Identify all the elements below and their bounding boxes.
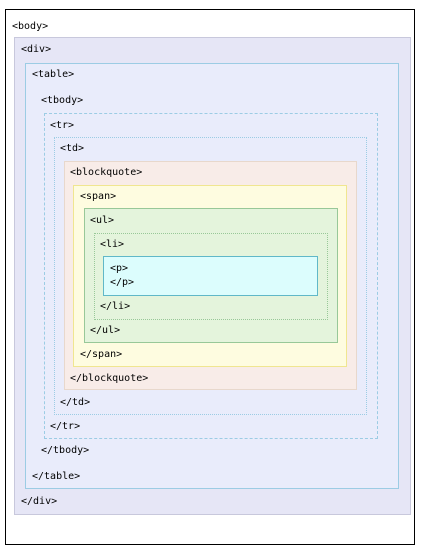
- div-open-label: <div>: [21, 44, 52, 55]
- ul-open-label: <ul>: [90, 215, 115, 226]
- span-close-label: </span>: [80, 349, 123, 360]
- ul-close-label: </ul>: [90, 325, 121, 336]
- tbody-open-label: <tbody>: [41, 95, 84, 106]
- p-close-label: </p>: [110, 277, 135, 288]
- td-close-label: </td>: [60, 397, 91, 408]
- blockquote-open-label: <blockquote>: [70, 167, 143, 178]
- tbody-close-label: </tbody>: [41, 445, 90, 456]
- blockquote-close-label: </blockquote>: [70, 373, 149, 384]
- table-open-label: <table>: [32, 69, 75, 80]
- table-close-label: </table>: [32, 471, 81, 482]
- li-open-label: <li>: [100, 239, 125, 250]
- p-open-label: <p>: [110, 263, 129, 274]
- body-open-label: <body>: [12, 21, 49, 32]
- li-close-label: </li>: [100, 301, 131, 312]
- span-open-label: <span>: [80, 191, 117, 202]
- td-open-label: <td>: [60, 143, 85, 154]
- tr-close-label: </tr>: [50, 421, 81, 432]
- p-box: [103, 256, 318, 296]
- div-close-label: </div>: [21, 496, 58, 507]
- tr-open-label: <tr>: [50, 120, 75, 131]
